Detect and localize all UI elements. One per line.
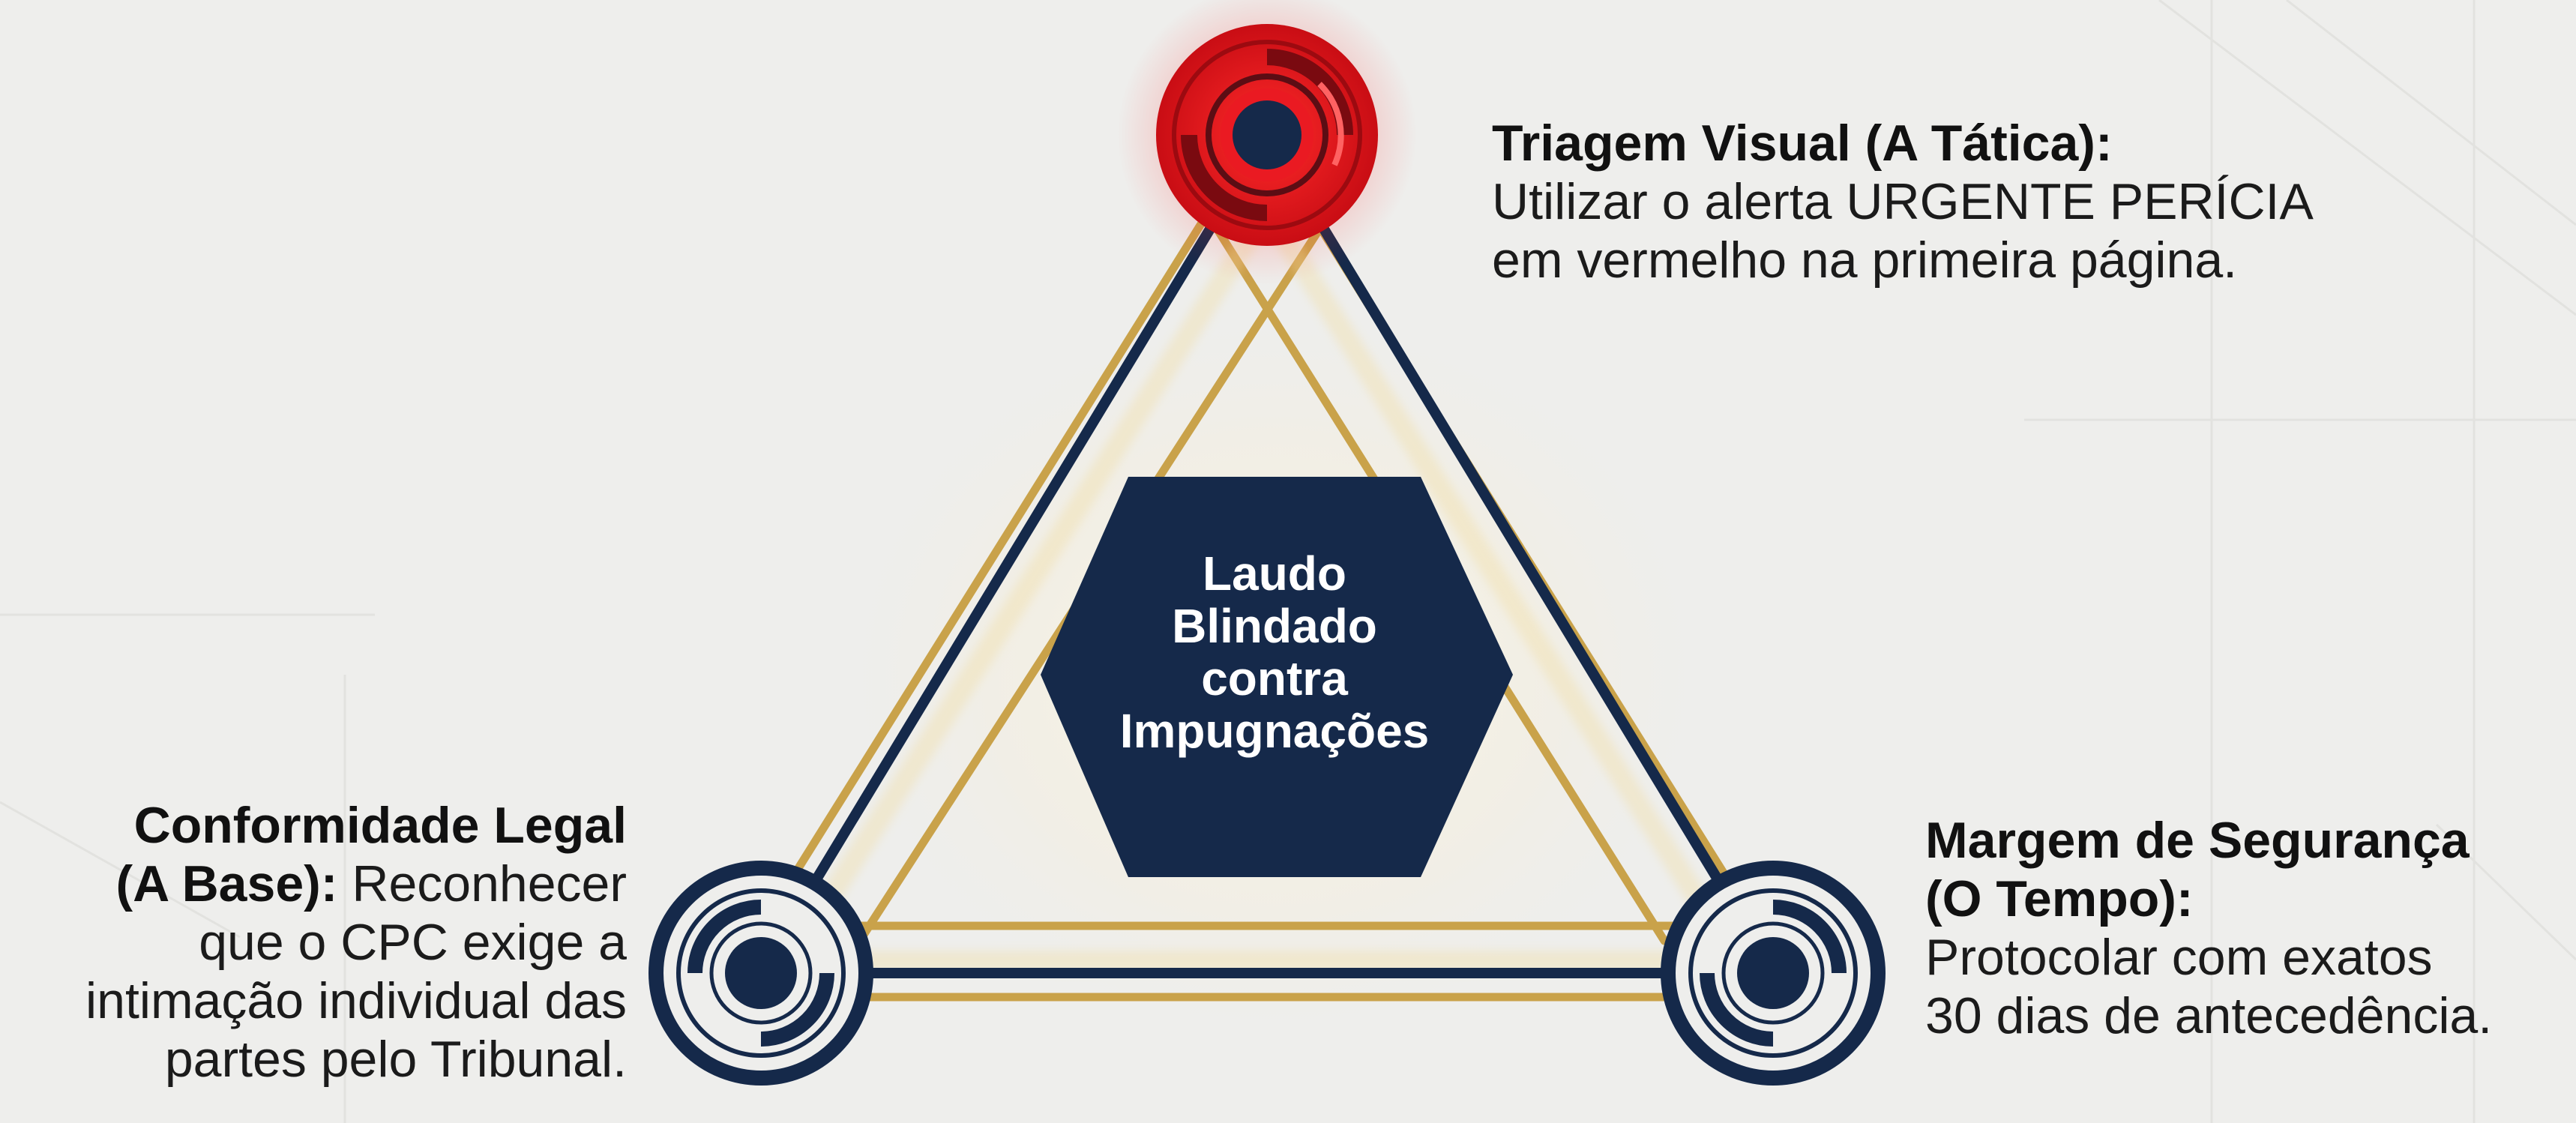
top-node-title: Triagem Visual (A Tática): bbox=[1492, 115, 2113, 172]
center-label: Laudo Blindado contra Impugnações bbox=[1042, 547, 1507, 757]
left-node-line-mixed: (A Base): Reconhecer bbox=[0, 855, 627, 913]
top-node-text: Triagem Visual (A Tática): Utilizar o al… bbox=[1492, 114, 2542, 289]
center-hexagon bbox=[1041, 477, 1513, 877]
target-icon-right bbox=[1661, 861, 1886, 1086]
target-icon-left bbox=[648, 861, 873, 1086]
left-node-line: que o CPC exige a bbox=[199, 914, 627, 971]
left-node-line-rest: Reconhecer bbox=[337, 855, 627, 912]
left-node-line: partes pelo Tribunal. bbox=[164, 1031, 627, 1088]
left-node-title-part: (A Base): bbox=[115, 855, 338, 912]
right-node-title: (O Tempo): bbox=[1925, 870, 2194, 927]
alert-target-icon bbox=[1117, 0, 1417, 285]
center-label-line: Blindado bbox=[1172, 599, 1377, 653]
right-node-line: 30 dias de antecedência. bbox=[1925, 987, 2493, 1044]
gold-glow bbox=[801, 204, 1726, 972]
left-node-title: Conformidade Legal bbox=[133, 797, 627, 854]
right-node-text: Margem de Segurança (O Tempo): Protocola… bbox=[1925, 811, 2570, 1045]
right-node-line: Protocolar com exatos bbox=[1925, 929, 2433, 986]
center-label-line: Impugnações bbox=[1119, 704, 1430, 758]
center-label-line: contra bbox=[1201, 651, 1348, 705]
left-node-text: Conformidade Legal (A Base): Reconhecer … bbox=[0, 796, 627, 1089]
center-label-line: Laudo bbox=[1203, 547, 1346, 600]
right-node-title: Margem de Segurança bbox=[1925, 812, 2470, 869]
navy-triangle bbox=[756, 130, 1778, 978]
top-node-line: Utilizar o alerta URGENTE PERÍCIA bbox=[1492, 173, 2314, 230]
top-node-line: em vermelho na primeira página. bbox=[1492, 232, 2238, 289]
left-node-line: intimação individual das bbox=[85, 972, 627, 1029]
